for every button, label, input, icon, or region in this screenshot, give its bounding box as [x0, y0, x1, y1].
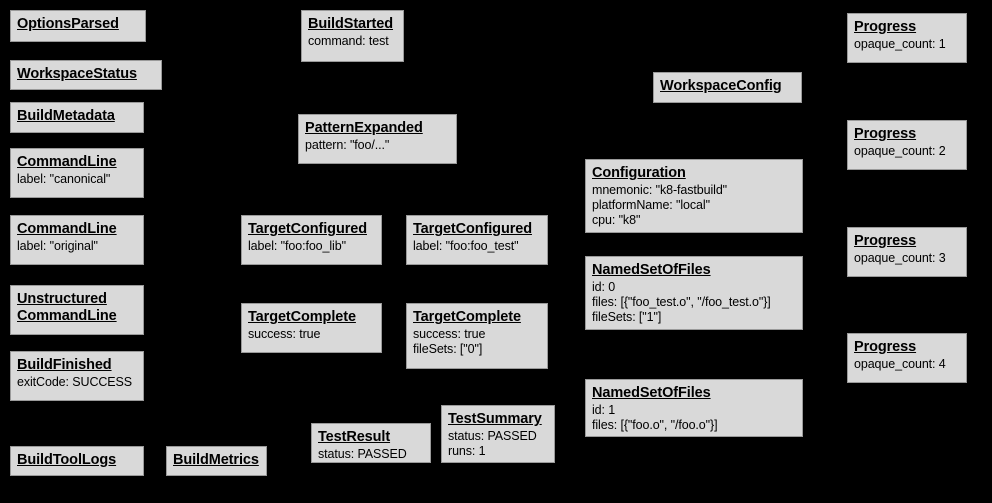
- node-title: PatternExpanded: [305, 120, 423, 136]
- node-progress-4[interactable]: Progress opaque_count: 4: [847, 333, 967, 383]
- node-options-parsed[interactable]: OptionsParsed: [10, 10, 146, 42]
- node-field: fileSets: ["0"]: [413, 342, 483, 356]
- node-title: Progress: [854, 233, 917, 249]
- node-field: status: PASSED: [448, 429, 537, 443]
- node-title: BuildMetrics: [173, 452, 259, 468]
- node-field: success: true: [248, 327, 321, 341]
- node-fields: label: "canonical": [17, 172, 137, 187]
- node-title: TargetConfigured: [248, 221, 367, 237]
- node-configuration[interactable]: Configuration mnemonic: "k8-fastbuild"pla…: [585, 159, 803, 233]
- node-field: status: PASSED: [318, 447, 407, 461]
- node-title: CommandLine: [17, 154, 117, 170]
- node-field: cpu: "k8": [592, 213, 641, 227]
- node-title: BuildFinished: [17, 357, 112, 373]
- node-title: TestResult: [318, 429, 391, 445]
- node-field: opaque_count: 4: [854, 357, 946, 371]
- node-field: label: "foo:foo_lib": [248, 239, 346, 253]
- node-field: label: "foo:foo_test": [413, 239, 519, 253]
- node-fields: command: test: [308, 34, 397, 49]
- node-target-configured-foo-lib[interactable]: TargetConfigured label: "foo:foo_lib": [241, 215, 382, 265]
- node-fields: opaque_count: 1: [854, 37, 960, 52]
- node-target-complete-lib[interactable]: TargetComplete success: true: [241, 303, 382, 353]
- node-fields: label: "foo:foo_test": [413, 239, 541, 254]
- node-fields: status: PASSED: [318, 447, 424, 462]
- node-field: files: [{"foo_test.o", "/foo_test.o"}]: [592, 295, 771, 309]
- node-fields: success: true: [248, 327, 375, 342]
- node-field: label: "canonical": [17, 172, 111, 186]
- node-title: BuildMetadata: [17, 108, 115, 124]
- node-field: opaque_count: 1: [854, 37, 946, 51]
- node-title: NamedSetOfFiles: [592, 385, 711, 401]
- node-build-finished[interactable]: BuildFinished exitCode: SUCCESS: [10, 351, 144, 401]
- node-fields: opaque_count: 4: [854, 357, 960, 372]
- node-field: fileSets: ["1"]: [592, 310, 662, 324]
- node-title: Progress: [854, 19, 917, 35]
- node-fields: opaque_count: 2: [854, 144, 960, 159]
- node-target-configured-foo-test[interactable]: TargetConfigured label: "foo:foo_test": [406, 215, 548, 265]
- node-title: Configuration: [592, 165, 686, 181]
- node-command-line-original[interactable]: CommandLine label: "original": [10, 215, 144, 265]
- node-field: mnemonic: "k8-fastbuild": [592, 183, 728, 197]
- node-title: BuildStarted: [308, 16, 394, 32]
- node-test-result[interactable]: TestResult status: PASSED: [311, 423, 431, 463]
- node-field: files: [{"foo.o", "/foo.o"}]: [592, 418, 718, 432]
- node-title: WorkspaceConfig: [660, 78, 782, 94]
- node-field: opaque_count: 3: [854, 251, 946, 265]
- node-workspace-config[interactable]: WorkspaceConfig: [653, 72, 802, 103]
- node-title: Progress: [854, 339, 917, 355]
- node-build-metadata[interactable]: BuildMetadata: [10, 102, 144, 133]
- node-field: pattern: "foo/...": [305, 138, 390, 152]
- node-unstructured-command-line[interactable]: Unstructured CommandLine: [10, 285, 144, 335]
- node-fields: exitCode: SUCCESS: [17, 375, 137, 390]
- node-field: opaque_count: 2: [854, 144, 946, 158]
- node-progress-1[interactable]: Progress opaque_count: 1: [847, 13, 967, 63]
- node-field: label: "original": [17, 239, 98, 253]
- node-workspace-status[interactable]: WorkspaceStatus: [10, 60, 162, 90]
- node-title: NamedSetOfFiles: [592, 262, 711, 278]
- node-title: WorkspaceStatus: [17, 66, 137, 82]
- node-field: runs: 1: [448, 444, 486, 458]
- node-title: TargetComplete: [248, 309, 356, 325]
- node-title: BuildToolLogs: [17, 452, 117, 468]
- node-build-started[interactable]: BuildStarted command: test: [301, 10, 404, 62]
- node-fields: label: "foo:foo_lib": [248, 239, 375, 254]
- node-field: command: test: [308, 34, 389, 48]
- node-field: id: 1: [592, 403, 616, 417]
- node-build-tool-logs[interactable]: BuildToolLogs: [10, 446, 144, 476]
- node-progress-3[interactable]: Progress opaque_count: 3: [847, 227, 967, 277]
- node-title: Progress: [854, 126, 917, 142]
- node-fields: opaque_count: 3: [854, 251, 960, 266]
- node-field: exitCode: SUCCESS: [17, 375, 133, 389]
- node-title: OptionsParsed: [17, 16, 119, 32]
- node-fields: mnemonic: "k8-fastbuild"platformName: "l…: [592, 183, 796, 228]
- node-title: TargetComplete: [413, 309, 521, 325]
- node-title: TargetConfigured: [413, 221, 532, 237]
- node-progress-2[interactable]: Progress opaque_count: 2: [847, 120, 967, 170]
- node-fields: pattern: "foo/...": [305, 138, 450, 153]
- node-fields: label: "original": [17, 239, 137, 254]
- node-title: CommandLine: [17, 221, 117, 237]
- node-field: platformName: "local": [592, 198, 710, 212]
- node-command-line-canonical[interactable]: CommandLine label: "canonical": [10, 148, 144, 198]
- node-title: TestSummary: [448, 411, 542, 427]
- node-pattern-expanded[interactable]: PatternExpanded pattern: "foo/...": [298, 114, 457, 164]
- node-field: id: 0: [592, 280, 616, 294]
- node-build-metrics[interactable]: BuildMetrics: [166, 446, 267, 476]
- node-title: Unstructured CommandLine: [17, 291, 117, 324]
- node-field: success: true: [413, 327, 486, 341]
